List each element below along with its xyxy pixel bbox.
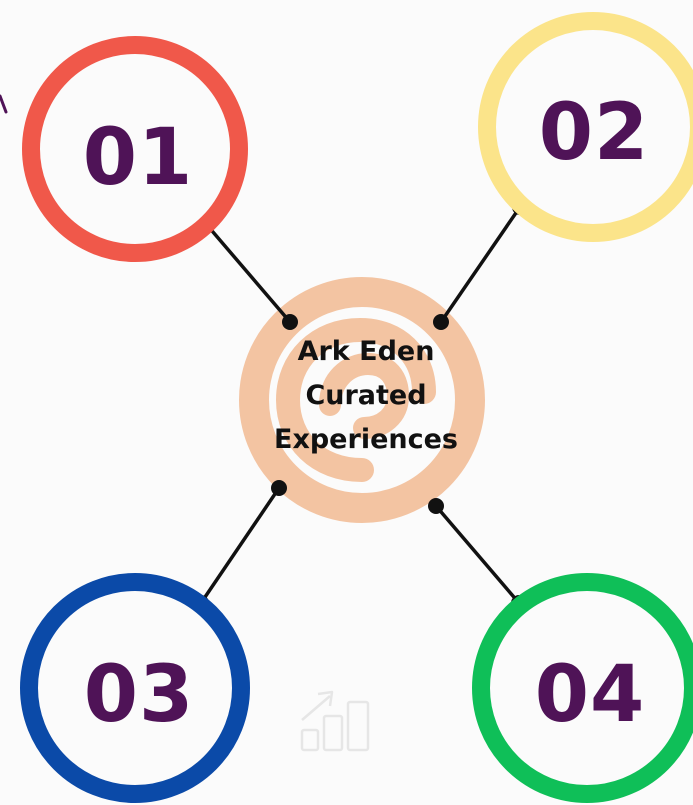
connector-dot — [271, 480, 287, 496]
node-label-04: 04 — [535, 650, 646, 740]
center-title-line-2: Curated — [305, 380, 426, 411]
connector-dot — [433, 314, 449, 330]
center-title-line-3: Experiences — [274, 424, 458, 455]
node-label-02: 02 — [539, 88, 650, 178]
node-ring-02 — [478, 12, 693, 242]
node-ring-04 — [472, 573, 693, 803]
backslash-stroke-icon — [0, 94, 8, 114]
node-label-01: 01 — [83, 113, 194, 203]
connector-03 — [199, 487, 281, 604]
connector-dot — [282, 314, 298, 330]
node-ring-03 — [20, 573, 250, 803]
connectors — [199, 206, 522, 605]
connector-dot — [428, 498, 444, 514]
center-swirl-icon — [239, 277, 485, 523]
connector-04 — [434, 504, 521, 605]
connector-02 — [439, 206, 522, 323]
center-title-line-1: Ark Eden — [298, 336, 435, 367]
connector-01 — [205, 223, 292, 324]
bar-chart-growth-icon — [300, 690, 370, 752]
node-label-03: 03 — [84, 650, 195, 740]
node-ring-01 — [22, 36, 248, 262]
